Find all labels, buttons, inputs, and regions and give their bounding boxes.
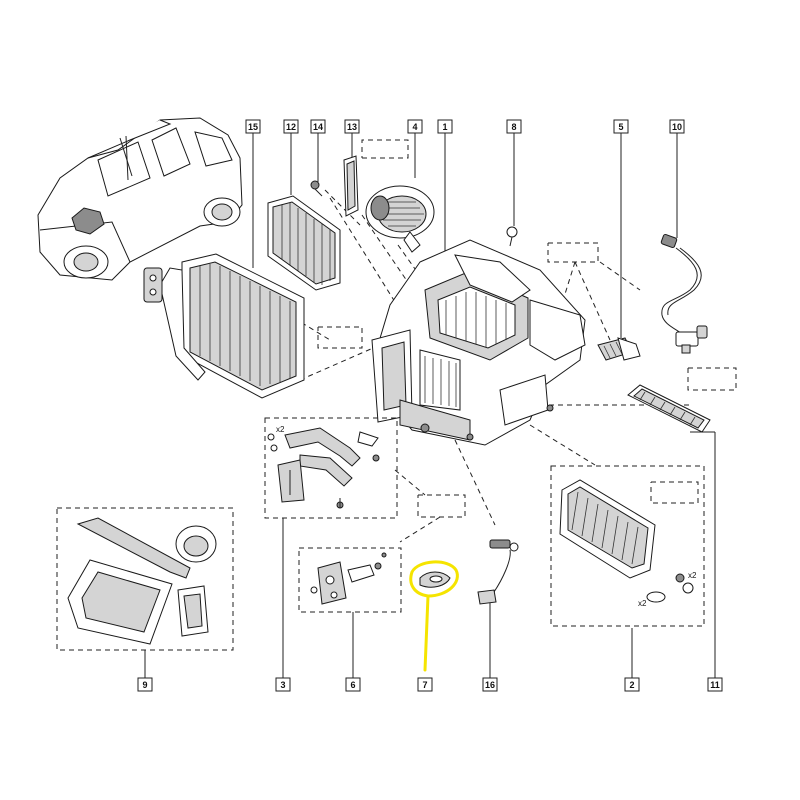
callout-8[interactable]: 8 — [506, 119, 522, 134]
part-11-heater-element — [627, 384, 711, 433]
callout-5[interactable]: 5 — [613, 119, 629, 134]
callout-14[interactable]: 14 — [310, 119, 326, 134]
callout-12[interactable]: 12 — [283, 119, 299, 134]
part-13-flap — [343, 155, 359, 217]
part-15-condenser — [143, 253, 305, 399]
svg-text:5: 5 — [618, 122, 623, 132]
svg-text:10: 10 — [672, 122, 682, 132]
callout-6[interactable]: 6 — [345, 677, 361, 692]
svg-text:9: 9 — [142, 680, 147, 690]
callout-9[interactable]: 9 — [137, 677, 153, 692]
callout-15[interactable]: 15 — [245, 119, 261, 134]
part-14-screw — [310, 180, 323, 197]
part-12-cabin-filter — [267, 195, 341, 291]
part-1-heater-housing — [371, 239, 586, 446]
svg-text:8: 8 — [511, 122, 516, 132]
vehicle-illustration — [37, 117, 243, 281]
part-3-hoses-kit — [264, 417, 398, 519]
part-2-heater-core-kit — [550, 465, 705, 627]
svg-text:12: 12 — [286, 122, 296, 132]
callout-13[interactable]: 13 — [344, 119, 360, 134]
assembly-lines — [239, 139, 737, 543]
callout-2[interactable]: 2 — [624, 677, 640, 692]
svg-text:2: 2 — [629, 680, 634, 690]
callout-10[interactable]: 10 — [669, 119, 685, 134]
quantity-label-hoses: x2 — [276, 425, 285, 434]
part-8-screw — [506, 226, 518, 247]
callout-11[interactable]: 11 — [707, 677, 723, 692]
svg-text:11: 11 — [710, 680, 720, 690]
callout-1[interactable]: 1 — [437, 119, 453, 134]
quantity-label-screws: x2 — [688, 571, 697, 580]
highlight-part-7 — [409, 560, 459, 672]
svg-text:7: 7 — [422, 680, 427, 690]
svg-text:16: 16 — [485, 680, 495, 690]
svg-text:3: 3 — [280, 680, 285, 690]
svg-text:1: 1 — [442, 122, 447, 132]
quantity-label-seal: x2 — [638, 599, 647, 608]
part-9-seals-kit — [56, 507, 234, 651]
part-5-blower-resistor — [597, 337, 641, 361]
callout-4[interactable]: 4 — [407, 119, 423, 134]
callout-leaders — [144, 133, 716, 678]
svg-text:4: 4 — [412, 122, 417, 132]
callout-7[interactable]: 7 — [417, 677, 433, 692]
part-7-seal — [419, 571, 451, 588]
svg-text:15: 15 — [248, 122, 258, 132]
svg-text:6: 6 — [350, 680, 355, 690]
part-16-temperature-sensor — [477, 539, 519, 605]
callout-16[interactable]: 16 — [482, 677, 498, 692]
callout-3[interactable]: 3 — [275, 677, 291, 692]
svg-text:14: 14 — [313, 122, 323, 132]
svg-text:13: 13 — [347, 122, 357, 132]
part-4-blower-motor — [365, 185, 435, 253]
part-6-expansion-valve — [298, 547, 402, 613]
part-10-wire-harness — [660, 233, 708, 354]
